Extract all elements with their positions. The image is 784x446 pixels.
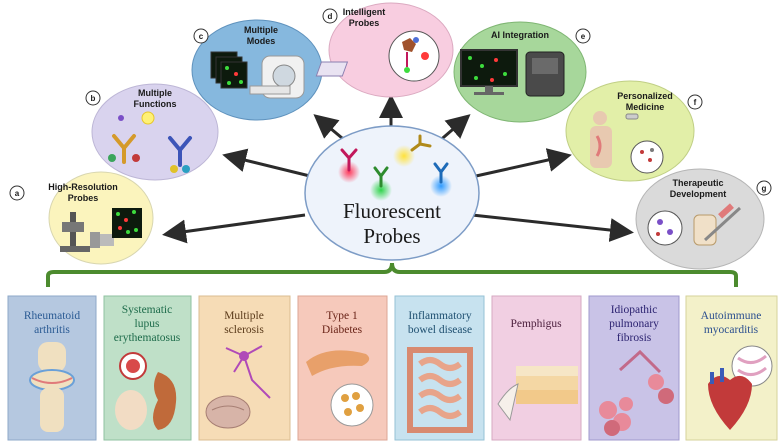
lupus-illustration-icon <box>115 352 177 430</box>
feature-f-badge <box>687 94 703 110</box>
fluorescence-image-icon <box>112 208 142 238</box>
disease-1-line-1: Systematic <box>122 304 172 316</box>
disease-7-line-1: Autoimmune <box>701 310 762 322</box>
disease-5-line-1: Pemphigus <box>510 318 562 330</box>
antibody-green-icon <box>370 166 392 201</box>
imaging-device-icon <box>525 51 565 97</box>
feature-b-badge <box>85 90 101 106</box>
disease-panels: Rheumatoid arthritis Systematic lupus er… <box>7 295 778 441</box>
feature-b-title-1: Multiple <box>138 88 172 98</box>
feature-b-letter: b <box>91 94 96 103</box>
skin-layers-icon <box>497 366 578 422</box>
feature-d-letter: d <box>328 12 333 21</box>
arrow-to-b <box>222 148 319 180</box>
disease-ipf: Idiopathic pulmonary fibrosis <box>588 295 680 441</box>
disease-0-line-1: Rheumatoid <box>24 310 80 322</box>
monitor-icon <box>460 49 518 95</box>
mri-scanner-icon <box>249 55 305 99</box>
feature-f-title-2: Medicine <box>626 102 665 112</box>
disease-3-line-1: Type 1 <box>326 310 358 322</box>
disease-2-line-1: Multiple <box>224 310 264 322</box>
lung-alveoli-icon <box>599 349 674 436</box>
feature-g-title-1: Therapeutic <box>672 178 723 188</box>
feature-d: Intelligent Probes d <box>315 2 454 98</box>
arrow-to-f <box>466 148 572 180</box>
disease-rheumatoid-arthritis: Rheumatoid arthritis <box>7 295 97 441</box>
disease-4-line-1: Inflammatory <box>408 310 471 322</box>
feature-f-title-1: Personalized <box>617 91 673 101</box>
feature-d-title-2: Probes <box>349 18 380 28</box>
disease-lupus: Systematic lupus erythematosus <box>103 295 192 441</box>
disease-ibd: Inflammatory bowel disease <box>394 295 485 441</box>
disease-pemphigus: Pemphigus <box>491 295 582 441</box>
therapy-injection-icon <box>647 203 742 246</box>
fluorescence-stack-icon <box>210 51 248 89</box>
disease-1-line-3: erythematosus <box>114 332 181 344</box>
human-body-icon <box>590 111 664 174</box>
feature-c-title-2: Modes <box>247 36 276 46</box>
feature-c-badge <box>193 28 209 44</box>
feature-b: Multiple Functions b <box>85 83 219 181</box>
disease-2-line-2: sclerosis <box>224 324 264 336</box>
feature-e: AI Integration e <box>453 21 591 123</box>
disease-6-line-3: fibrosis <box>617 332 652 344</box>
feature-e-letter: e <box>581 32 586 41</box>
center-title-line1: Fluorescent <box>343 199 441 223</box>
disease-4-line-2: bowel disease <box>408 324 472 336</box>
center-title-line2: Probes <box>363 224 420 248</box>
pancreas-icon <box>306 350 374 427</box>
feature-e-bubble <box>453 21 587 123</box>
disease-bracket <box>46 262 738 287</box>
disease-6-line-2: pulmonary <box>609 318 659 330</box>
antibody-blue-icon <box>430 162 452 197</box>
disease-0-line-2: arthritis <box>34 324 70 336</box>
antibody-yellow-icon <box>393 134 432 167</box>
feature-a-badge <box>9 185 25 201</box>
feature-e-title-1: AI Integration <box>491 30 549 40</box>
feature-d-badge <box>322 8 338 24</box>
disease-autoimmune-myocarditis: Autoimmune myocarditis <box>685 295 778 441</box>
disease-7-line-2: myocarditis <box>704 324 759 336</box>
arrow-to-a <box>162 213 306 244</box>
disease-1-line-2: lupus <box>135 318 160 330</box>
feature-a-letter: a <box>15 189 20 198</box>
smart-probe-icon <box>315 30 440 82</box>
feature-a-title-1: High-Resolution <box>48 182 118 192</box>
feature-e-badge <box>575 28 591 44</box>
disease-6-line-1: Idiopathic <box>611 304 658 316</box>
feature-d-title-1: Intelligent <box>343 7 386 17</box>
feature-f: Personalized Medicine f <box>565 80 703 182</box>
feature-g-title-2: Development <box>670 189 727 199</box>
disease-type1-diabetes: Type 1 Diabetes <box>297 295 388 441</box>
feature-g-letter: g <box>762 184 767 193</box>
heart-icon <box>708 345 773 430</box>
antibody-red-icon <box>338 148 360 183</box>
feature-g-badge <box>756 180 772 196</box>
feature-c-letter: c <box>199 32 204 41</box>
feature-c: Multiple Modes c <box>191 19 323 121</box>
feature-f-letter: f <box>694 98 697 107</box>
neuron-brain-icon <box>205 345 271 429</box>
feature-a-title-2: Probes <box>68 193 99 203</box>
intestine-icon <box>407 347 473 433</box>
feature-a: High-Resolution Probes a <box>9 171 154 265</box>
feature-b-title-2: Functions <box>134 99 177 109</box>
multifunction-antibody-icon <box>108 111 192 173</box>
microscope-icon <box>60 212 114 252</box>
arrow-to-g <box>471 213 634 242</box>
feature-c-title-1: Multiple <box>244 25 278 35</box>
center-node: Fluorescent Probes <box>304 125 480 261</box>
disease-multiple-sclerosis: Multiple sclerosis <box>198 295 291 441</box>
feature-g: Therapeutic Development g <box>635 168 772 270</box>
knee-joint-icon <box>29 342 75 432</box>
disease-3-line-2: Diabetes <box>322 324 363 336</box>
